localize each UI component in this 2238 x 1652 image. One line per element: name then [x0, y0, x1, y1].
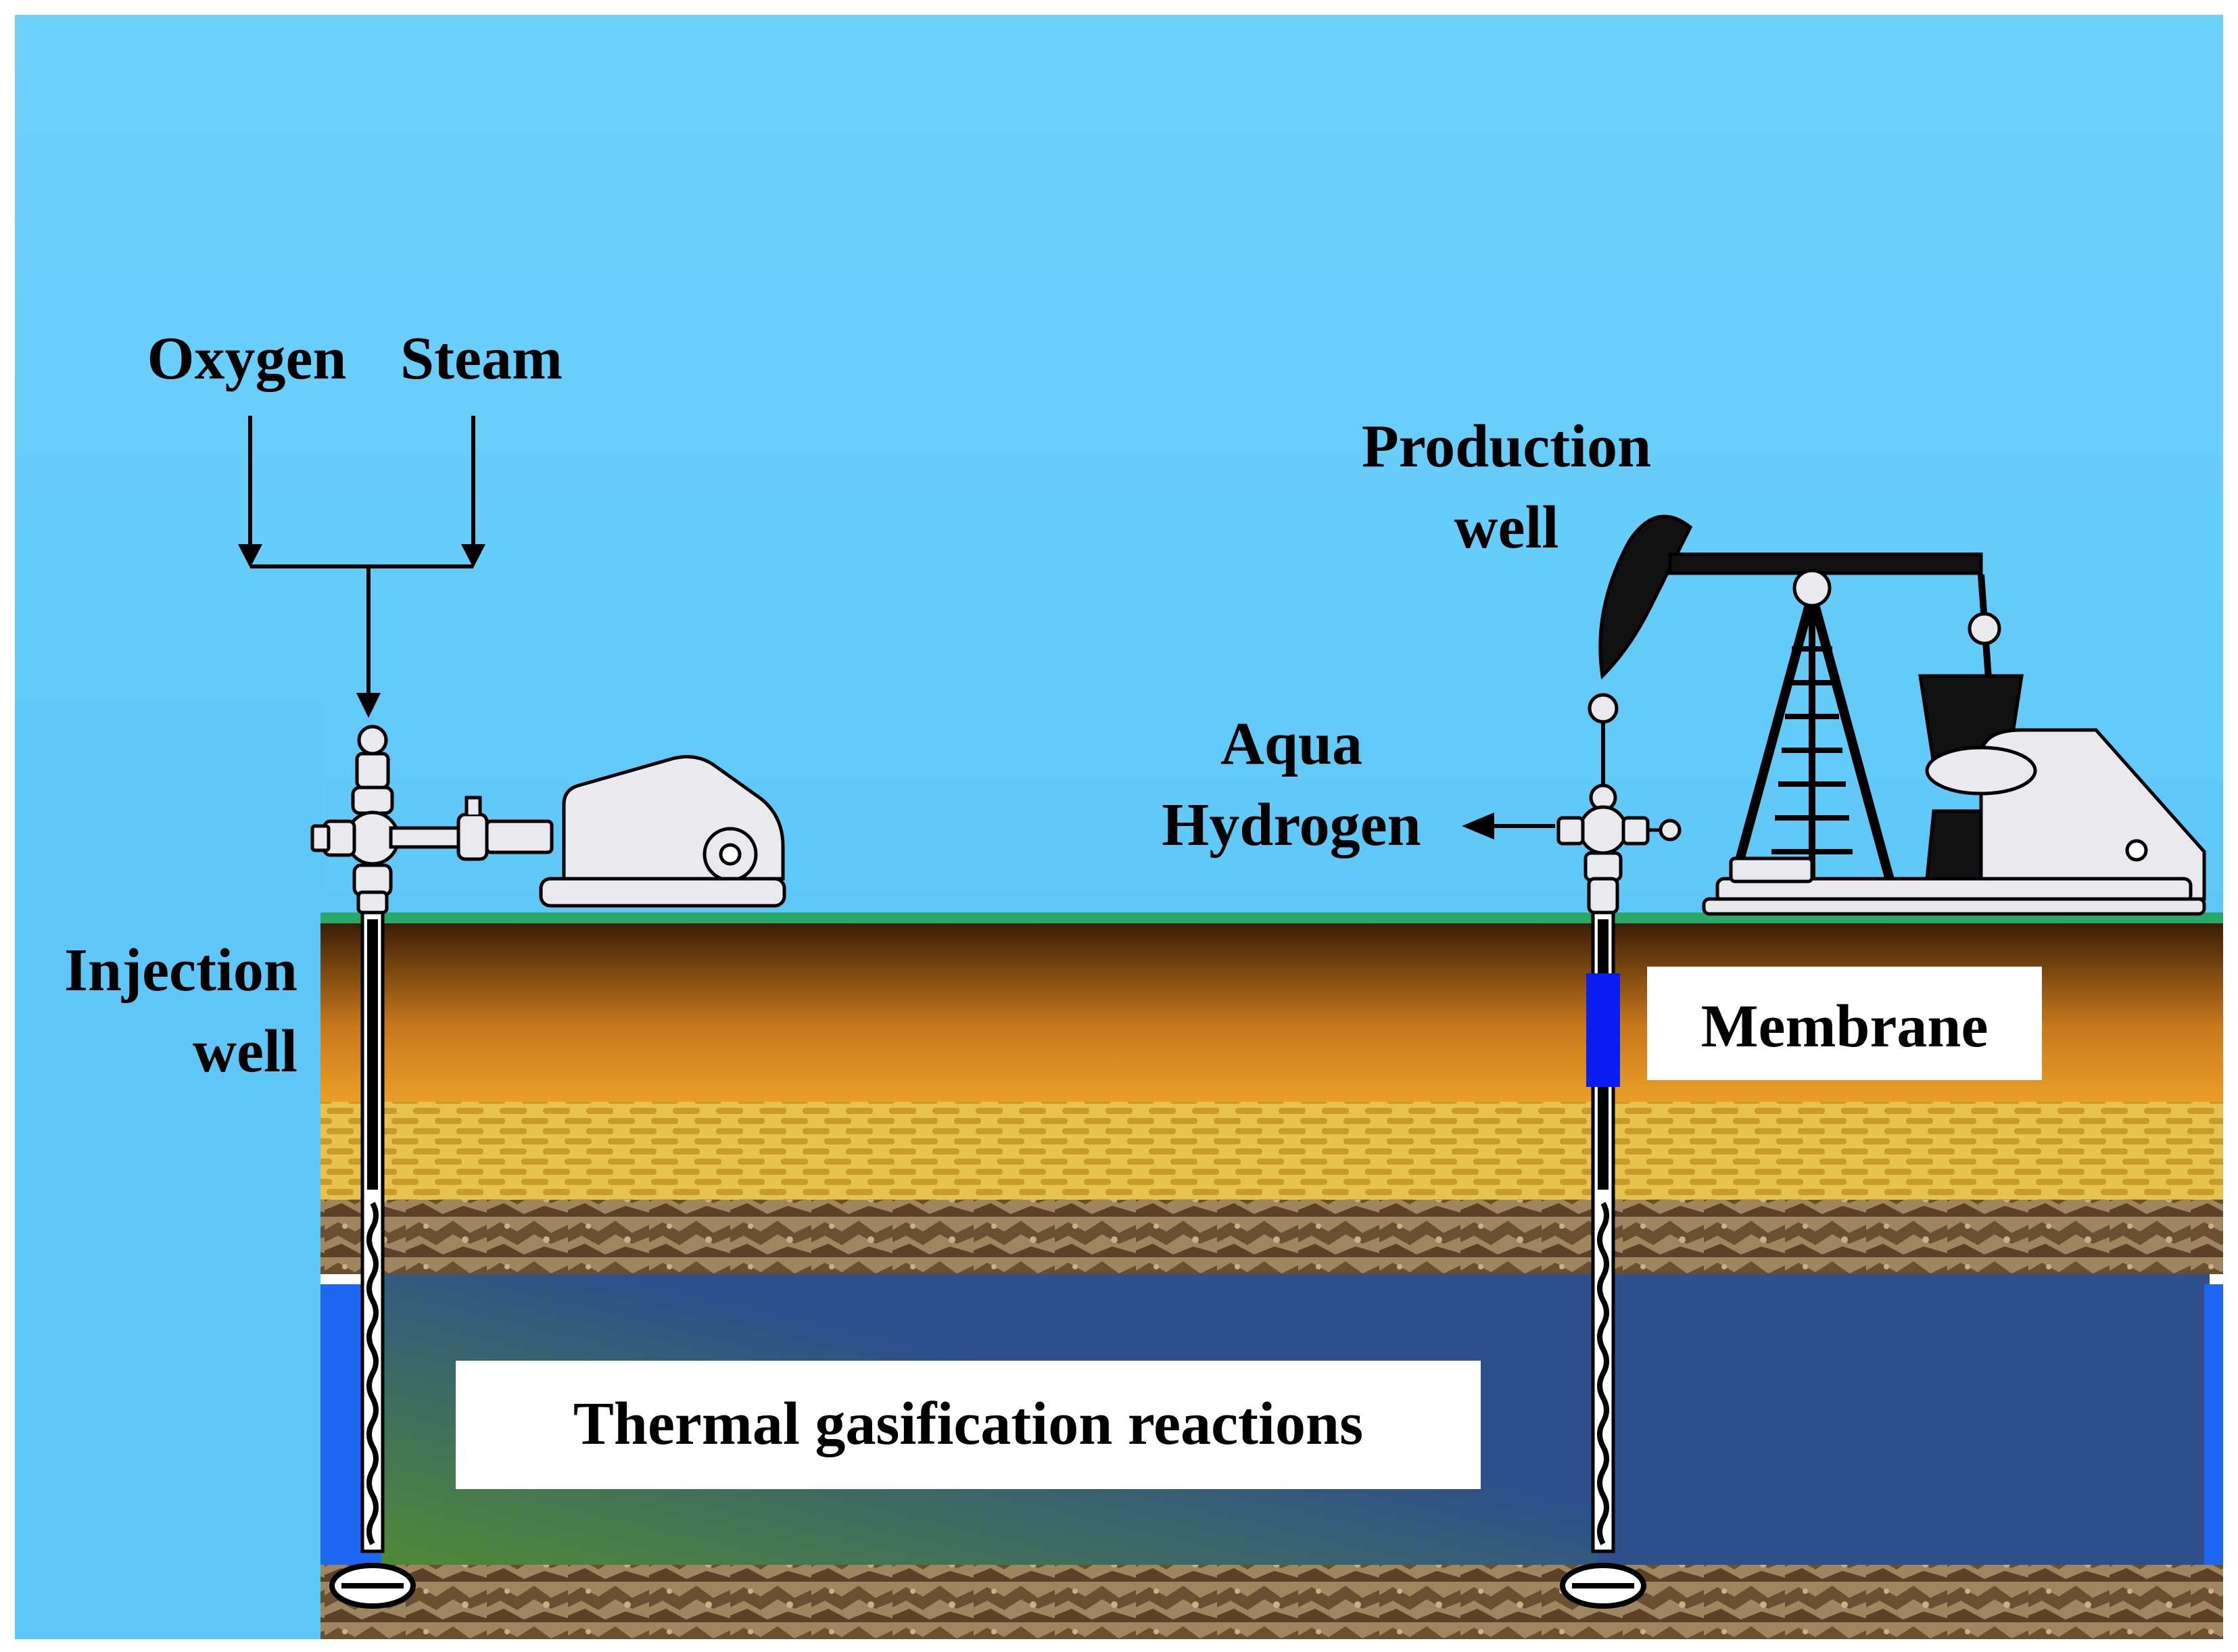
- aqua-hydrogen-label-line1: Aqua: [1220, 710, 1362, 777]
- reaction-label: Thermal gasification reactions: [573, 1390, 1363, 1457]
- pump-jack: [1598, 514, 2206, 916]
- injection-wellhead: [310, 725, 554, 915]
- rock-layer: [320, 1200, 2223, 1274]
- steam-label: Steam: [400, 325, 563, 392]
- water-edge-right: [2204, 1284, 2223, 1565]
- injection-well-label-line2: well: [193, 1018, 297, 1085]
- injection-well-shaft: [329, 910, 416, 1609]
- sky-background: [15, 15, 2223, 921]
- membrane-segment: [1586, 973, 1620, 1087]
- membrane-label: Membrane: [1701, 993, 1989, 1060]
- injection-pump-unit: [539, 755, 786, 908]
- reservoir-right: [1598, 1274, 2210, 1565]
- bottom-rock-layer: [320, 1561, 2223, 1639]
- production-wellhead: [1556, 693, 1682, 915]
- production-well-label-line2: well: [1454, 494, 1559, 561]
- oxygen-label: Oxygen: [147, 325, 346, 392]
- feed-line-arrows: [248, 416, 475, 700]
- injection-well-label-line1: Injection: [64, 937, 297, 1004]
- reaction-label-box: [456, 1361, 1481, 1489]
- hydrogen-outlet-arrow: [1462, 812, 1555, 840]
- production-well-label-line1: Production: [1362, 413, 1651, 480]
- feed-arrowheads: [238, 544, 485, 718]
- membrane-label-box: [1647, 967, 2042, 1080]
- left-sky-margin: [15, 703, 320, 1639]
- aqua-hydrogen-label-line2: Hydrogen: [1162, 792, 1421, 858]
- brick-layer: [320, 1102, 2223, 1203]
